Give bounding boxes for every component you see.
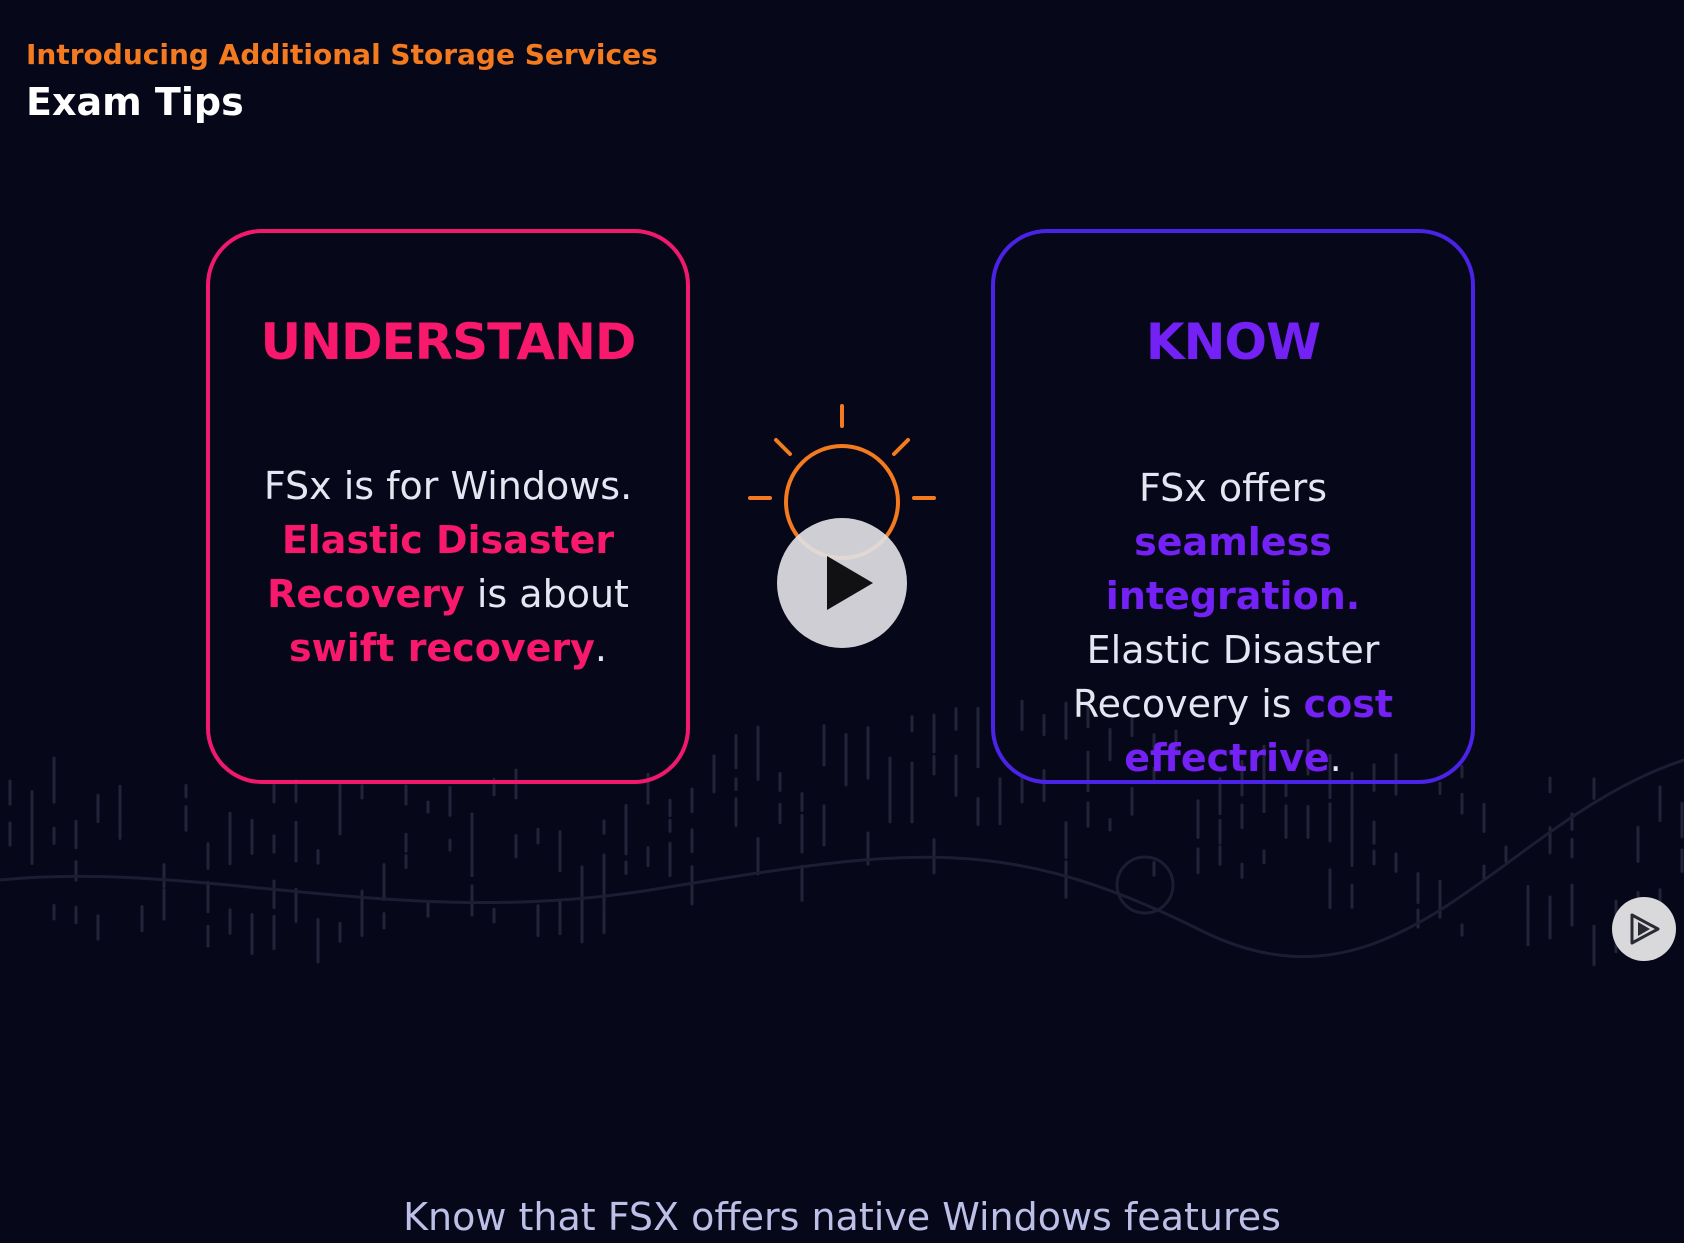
know-line-2: seamless integration.: [1105, 520, 1361, 618]
know-heading: KNOW: [1145, 313, 1321, 371]
know-text: FSx offers seamless integration. Elastic…: [1015, 461, 1451, 785]
watermark-button[interactable]: [1612, 897, 1676, 961]
understand-card: UNDERSTAND FSx is for Windows. Elastic D…: [206, 229, 690, 784]
know-line-4: Recovery is cost: [1015, 677, 1451, 731]
play-button[interactable]: [777, 518, 907, 648]
understand-line-3: Recovery is about: [230, 567, 666, 621]
course-title: Introducing Additional Storage Services: [26, 38, 658, 71]
understand-text: FSx is for Windows. Elastic Disaster Rec…: [230, 459, 666, 675]
know-text-recovery-is: Recovery is: [1072, 682, 1304, 726]
understand-line-4: swift recovery.: [230, 621, 666, 675]
know-period: .: [1329, 736, 1342, 780]
understand-heading: UNDERSTAND: [260, 313, 637, 371]
know-line-1: FSx offers: [1138, 466, 1328, 510]
understand-highlight-recovery: Recovery: [267, 572, 465, 616]
understand-line-2: Elastic Disaster: [281, 518, 615, 562]
module-title: Exam Tips: [26, 80, 244, 124]
know-card: KNOW FSx offers seamless integration. El…: [991, 229, 1475, 784]
know-line-5: effectrive.: [1015, 731, 1451, 785]
know-line-3: Elastic Disaster: [1086, 628, 1380, 672]
pluralsight-play-icon: [1630, 913, 1660, 945]
know-highlight-cost: cost: [1303, 682, 1394, 726]
understand-highlight-swift-recovery: swift recovery: [289, 626, 595, 670]
understand-text-about: is about: [464, 572, 629, 616]
understand-period: .: [594, 626, 607, 670]
understand-line-1: FSx is for Windows.: [263, 464, 633, 508]
subtitle-caption: Know that FSX offers native Windows feat…: [403, 1195, 1281, 1239]
know-highlight-effectrive: effectrive: [1124, 736, 1330, 780]
play-icon: [827, 556, 873, 610]
